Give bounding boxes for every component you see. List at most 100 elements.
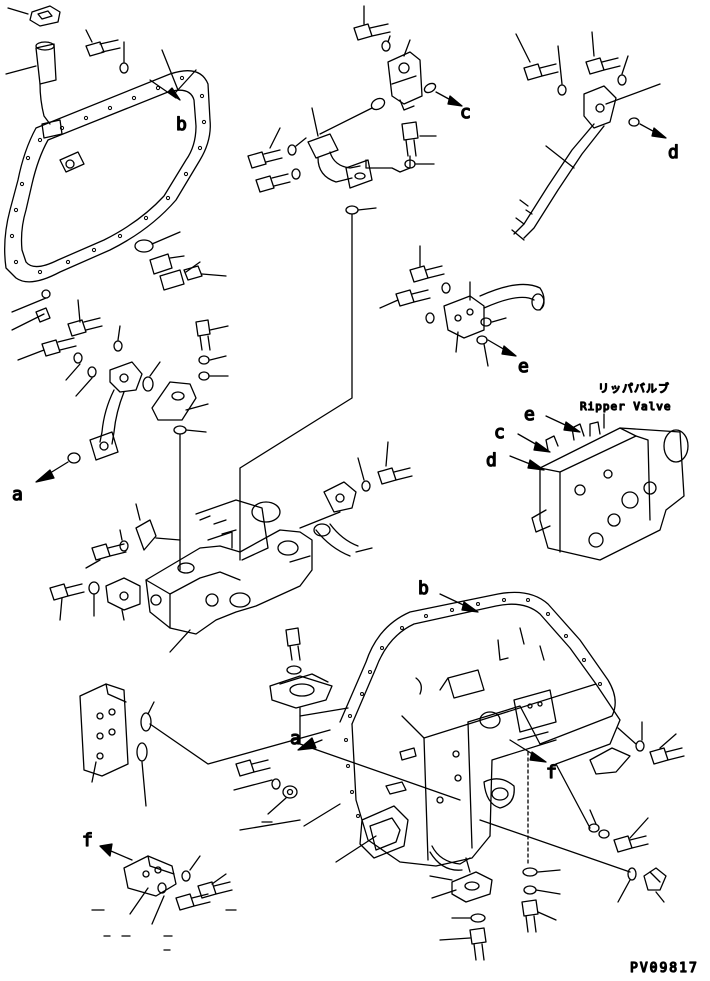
leader-line [387, 35, 391, 43]
arrow-d-valve [509, 455, 545, 471]
leader-line [303, 803, 341, 827]
leader-line [211, 873, 227, 885]
leader-line [155, 537, 181, 541]
leader-line [77, 299, 81, 323]
pipe-assembly [307, 133, 373, 189]
bolt [585, 57, 621, 75]
bolt [41, 337, 77, 357]
small-flange [105, 577, 141, 611]
arrow-b-top [149, 79, 181, 101]
drain-plate [451, 871, 493, 903]
leader-line [591, 31, 595, 57]
washer [73, 340, 123, 378]
washer [271, 778, 298, 799]
leader-line [151, 895, 165, 925]
lever-assembly [511, 85, 617, 241]
leader-line [455, 331, 459, 353]
washer [522, 867, 538, 895]
connector-line [149, 723, 331, 765]
label-d-top: d [668, 142, 679, 163]
arrow-b-tank [439, 593, 479, 613]
leader-line [185, 429, 207, 433]
washer [635, 740, 645, 752]
connector-line [479, 819, 631, 873]
leader-line [141, 761, 147, 807]
bolt [195, 319, 211, 351]
pipe-a [89, 361, 143, 461]
fitting-flange [134, 239, 203, 291]
bolt [649, 747, 685, 765]
connector-line [465, 857, 471, 873]
leader-line [209, 355, 227, 361]
leader-line [535, 889, 561, 895]
bolt [197, 881, 233, 899]
leader-line [91, 761, 97, 783]
leader-line [357, 207, 377, 211]
leader-line [545, 145, 575, 169]
bolt [255, 173, 291, 193]
leader-line [491, 317, 507, 323]
mounting-pad [269, 673, 333, 709]
leader-line [515, 33, 531, 63]
o-ring [628, 117, 640, 127]
bracket-f [123, 855, 177, 897]
arrow-a-tank [297, 737, 323, 751]
label-e-valve: e [524, 404, 535, 425]
plug [643, 867, 667, 891]
leader-line [431, 889, 457, 899]
washer [119, 540, 129, 552]
arrow-d-top [639, 123, 667, 139]
leader-line [129, 887, 149, 915]
o-ring [476, 317, 492, 345]
leader-line [169, 629, 191, 653]
bolt [67, 317, 103, 337]
washer [381, 40, 391, 52]
leader-line [135, 503, 141, 521]
o-ring [370, 97, 386, 111]
leader-line [483, 343, 489, 367]
mounting-plate-left [79, 683, 129, 777]
bolt [395, 289, 431, 307]
bolt [285, 627, 301, 661]
leader-line [355, 547, 373, 553]
bolt [247, 149, 283, 169]
leader-line [75, 377, 93, 397]
o-ring [345, 205, 359, 215]
bolt [469, 927, 487, 961]
ripper-valve-jp: リッパバルブ [598, 381, 670, 395]
leader-line [11, 297, 47, 313]
elbow-flange [151, 381, 197, 421]
leader-line [357, 457, 365, 481]
leader-line [239, 819, 301, 831]
washer [588, 823, 610, 839]
control-valve-body [145, 499, 313, 635]
arrow-c-top [435, 91, 463, 107]
bolt [91, 543, 127, 561]
leader-line [299, 511, 341, 529]
arrow-e-top [487, 339, 517, 357]
washer [287, 144, 301, 180]
leader-line [589, 809, 597, 825]
connector-line [617, 727, 637, 745]
breather-pipe [35, 41, 57, 125]
leader-line [267, 797, 287, 815]
connector-line [299, 715, 461, 801]
ripper-valve [531, 421, 689, 561]
leader-line [233, 779, 273, 791]
bolt [377, 467, 413, 485]
leader-line [65, 363, 81, 381]
label-a-tank: a [290, 728, 301, 749]
dash-marks [91, 821, 273, 951]
leader-line [659, 733, 677, 749]
leader-line [161, 49, 179, 91]
label-c-valve: c [494, 422, 505, 443]
label-f-left: f [82, 830, 93, 851]
washer [361, 480, 371, 492]
washer [198, 355, 210, 381]
washer [88, 581, 100, 595]
leader-line [117, 325, 121, 341]
bolt [523, 63, 559, 81]
bolt [85, 39, 121, 57]
arrow-e-valve [545, 415, 581, 433]
